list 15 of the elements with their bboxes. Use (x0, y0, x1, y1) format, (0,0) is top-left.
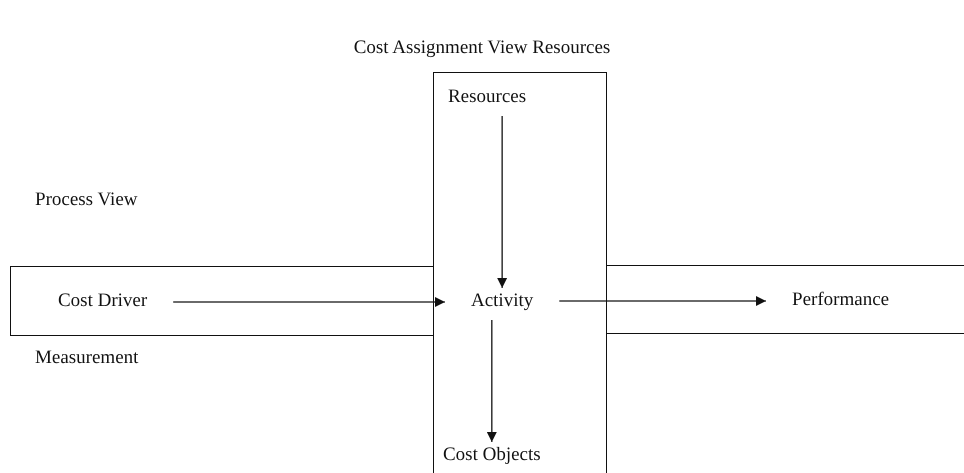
arrow (486, 320, 497, 442)
title: Cost Assignment View Resources (352, 37, 612, 59)
column-box (433, 72, 607, 473)
arrow (173, 297, 445, 307)
arrow (497, 116, 508, 288)
node-label: Activity (471, 290, 534, 312)
node-label: Cost Objects (443, 444, 541, 466)
band-box (606, 265, 964, 334)
band-box (10, 266, 434, 336)
node-label: Cost Driver (58, 290, 148, 312)
arrow (559, 296, 766, 306)
node-label: Resources (448, 86, 526, 108)
view-label: Process View (35, 189, 138, 211)
view-label: Measurement (35, 347, 138, 369)
node-label: Performance (792, 289, 890, 311)
